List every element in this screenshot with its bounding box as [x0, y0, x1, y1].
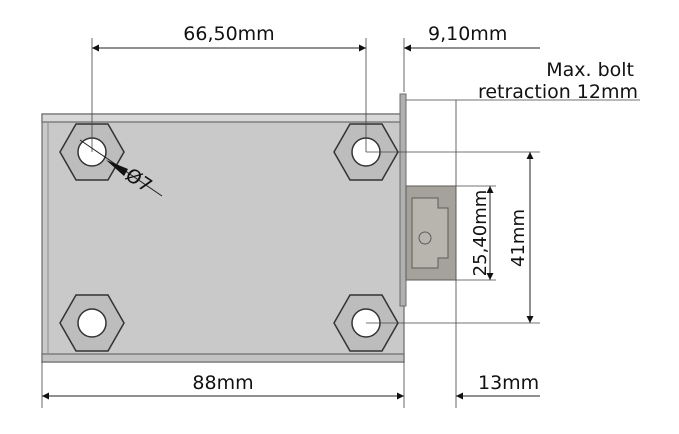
- dim-hole-spacing-width: 66,50mm: [92, 23, 366, 52]
- mounting-nut-bottom-left: [59, 294, 125, 352]
- dim-body-length-label: 88mm: [192, 372, 253, 394]
- dim-bolt-extension-label: 9,10mm: [428, 23, 507, 45]
- dim-bolt-height-label: 25,40mm: [470, 190, 491, 277]
- dim-bolt-extension: 9,10mm: [404, 23, 540, 52]
- bolt-pin: [418, 231, 432, 245]
- bolt-retraction-note: Max. bolt retraction 12mm: [478, 59, 638, 103]
- bolt-retraction-line2: retraction 12mm: [478, 81, 638, 103]
- bolt: [405, 185, 457, 281]
- mounting-hole: [77, 308, 107, 338]
- lock-body-bottom-band: [41, 353, 405, 363]
- dim-hole-spacing-width-label: 66,50mm: [183, 23, 274, 45]
- extension-lines: [41, 38, 640, 408]
- bolt-retraction-line1: Max. bolt: [546, 59, 634, 81]
- dim-bolt-length-label: 13mm: [478, 372, 539, 394]
- faceplate: [399, 93, 407, 307]
- dim-bolt-height: 25,40mm: [470, 186, 494, 280]
- bolt-slot: [411, 197, 449, 269]
- dim-bolt-length: 13mm: [456, 372, 540, 400]
- dim-body-length: 88mm: [42, 372, 404, 400]
- dim-hole-spacing-height: 41mm: [508, 152, 534, 323]
- lock-body-top-band: [41, 113, 405, 123]
- dim-hole-spacing-height-label: 41mm: [508, 209, 529, 267]
